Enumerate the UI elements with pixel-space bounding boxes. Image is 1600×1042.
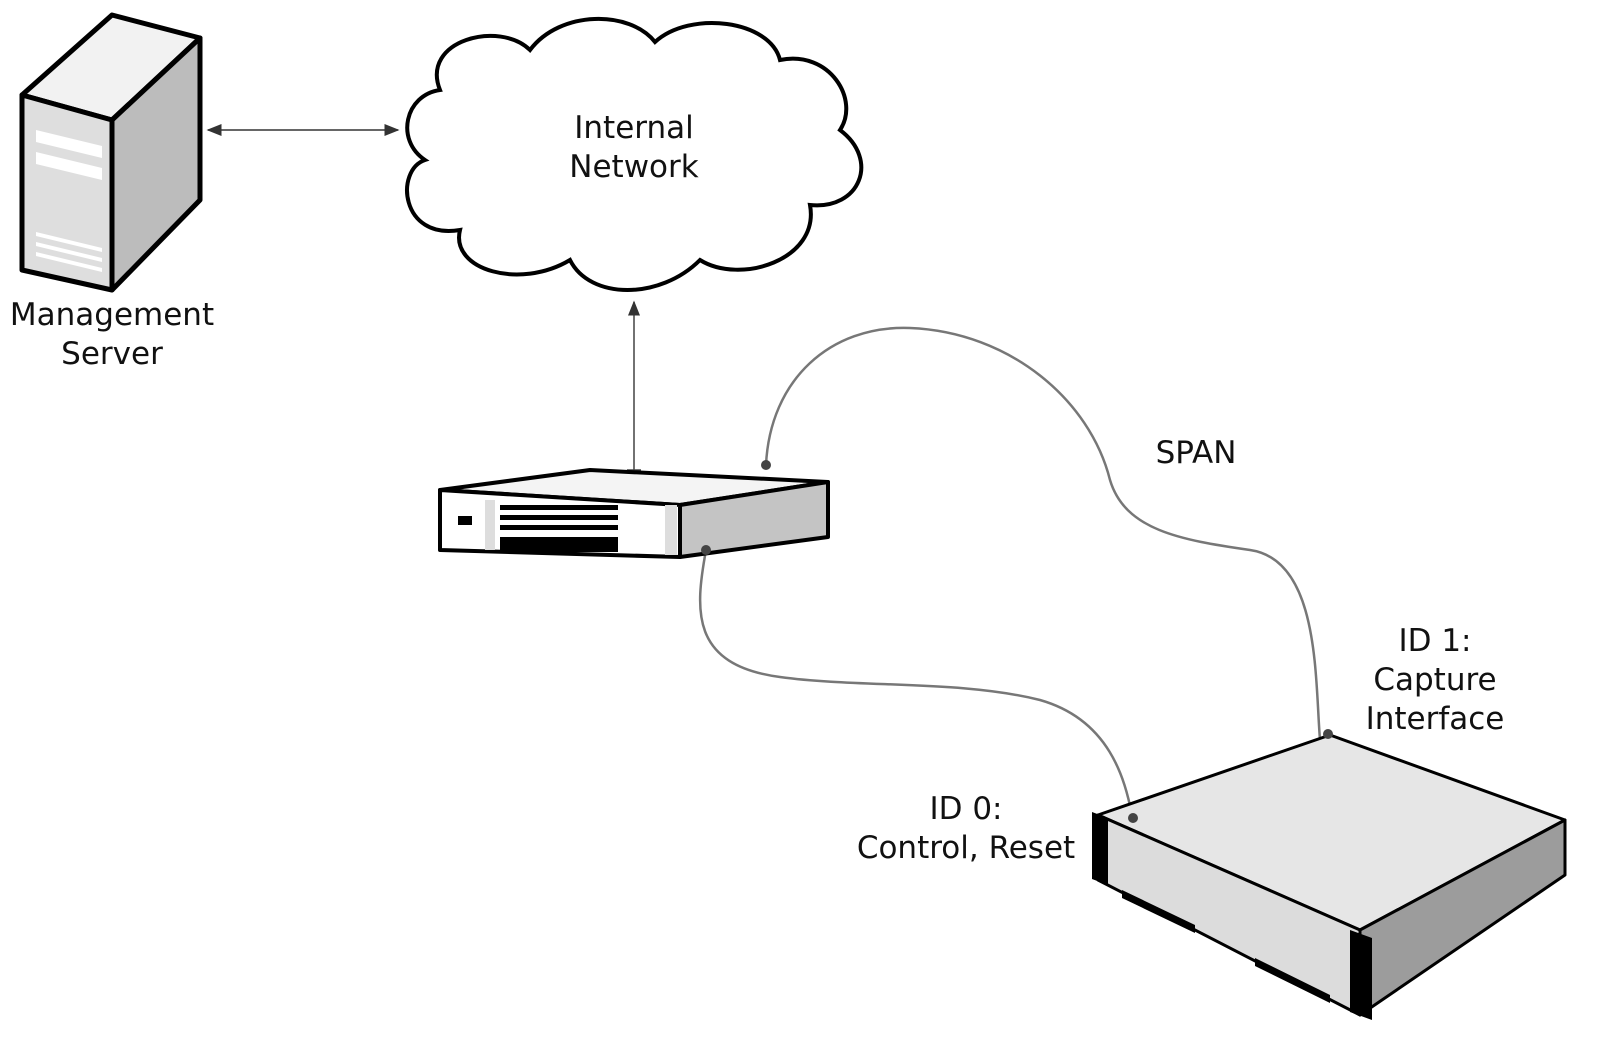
network-switch-icon	[438, 468, 830, 559]
control-cable	[698, 549, 1134, 816]
cloud-icon	[405, 16, 864, 292]
capture-interface-label: ID 1: Capture Interface	[1365, 623, 1505, 737]
span-cable	[764, 326, 1322, 741]
control-reset-label: ID 0: Control, Reset	[856, 791, 1076, 866]
management-server-label: Management Server	[9, 297, 215, 372]
rack-appliance-icon	[1092, 733, 1567, 1020]
internal-network-label: Internal Network	[569, 110, 699, 185]
server-tower-icon	[19, 12, 203, 293]
span-label: SPAN	[1155, 435, 1237, 471]
